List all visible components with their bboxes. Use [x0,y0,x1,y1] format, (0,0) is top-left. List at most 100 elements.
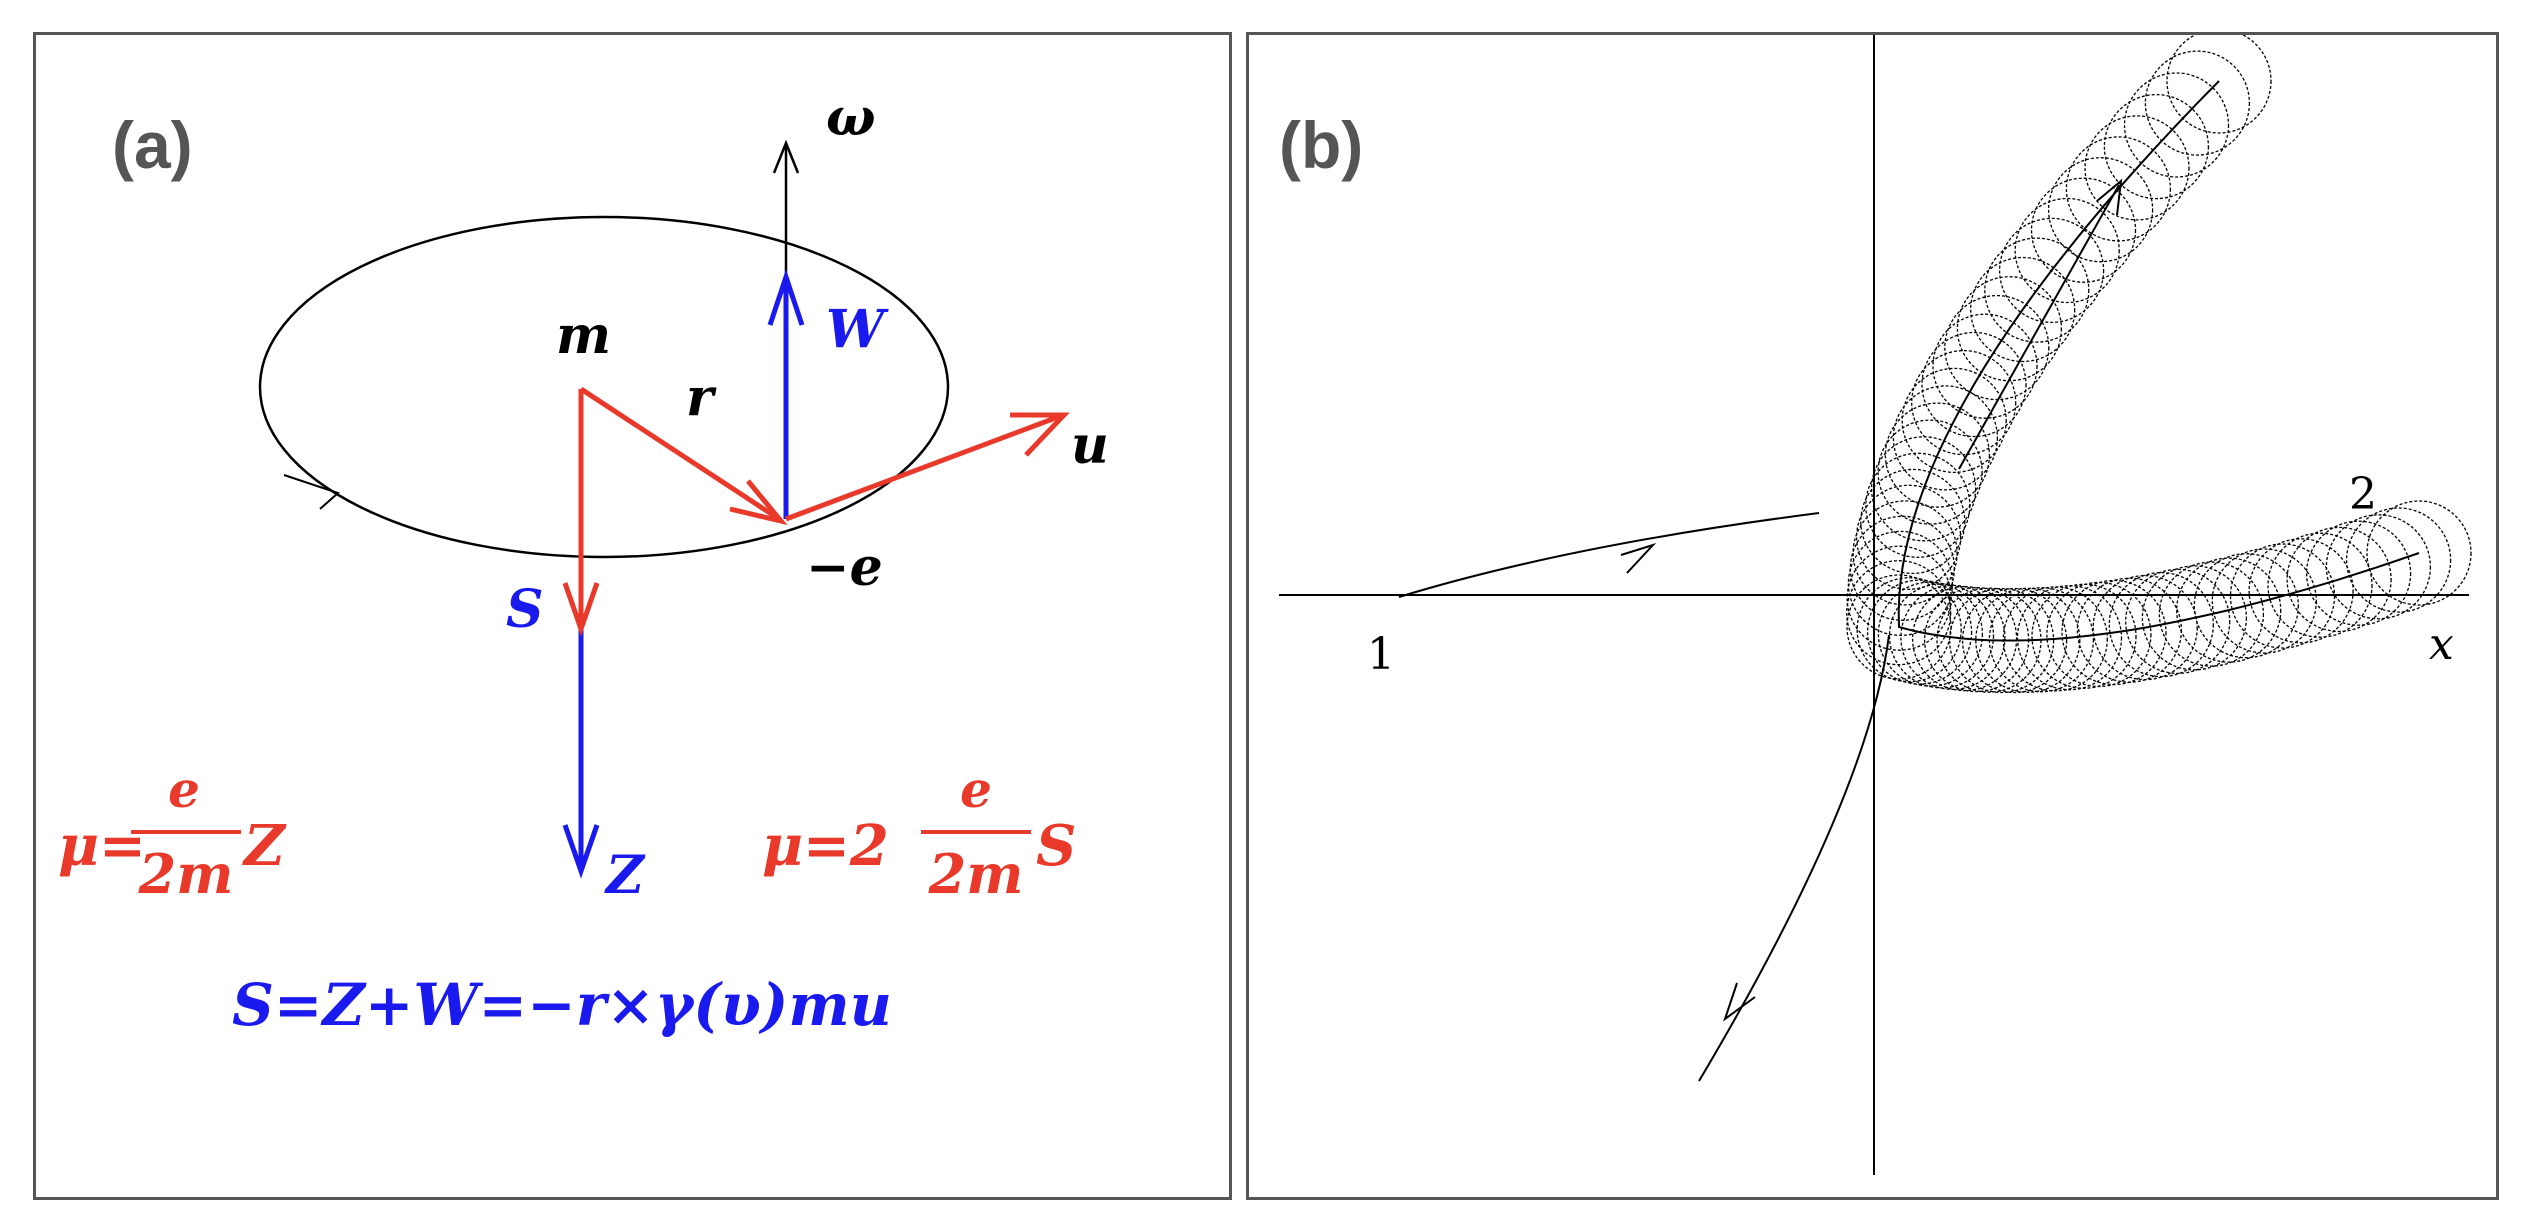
panel-a-diagram: ω m W r u −e S Z μ= e 2m Z μ=2 e 2m S S=… [58,87,1109,1039]
helix-loop [2366,500,2472,606]
helix-loop [2002,586,2108,692]
helix-center-line [1897,80,2420,642]
helix-loop [1984,237,2090,343]
s-arrowhead [562,582,600,637]
orbital-moment-equation: μ= e 2m Z [58,760,287,906]
panel-b: (b) 1 2 x [1246,32,2499,1200]
spin-decomposition-equation: S=Z+W=−r×γ(υ)mu [232,971,892,1039]
helix-loop [2061,579,2167,686]
helix-loop [2092,574,2198,681]
incoming-trajectory [1398,512,1820,598]
helix-loop [1852,500,1958,606]
helix-loop [1948,587,2055,694]
helix-loop [2103,93,2210,200]
helix-loop [2016,585,2123,691]
helix-loop [1866,579,1973,685]
helix-loop [1901,367,2007,474]
spin-moment-equation: μ=2 e 2m S [762,760,1076,906]
helix-loop [1888,583,1995,689]
x-axis-label: x [2429,619,2454,670]
r-vector [579,386,778,520]
outgoing-direction-arrow [1723,982,1756,1022]
helix-loop [1998,217,2105,324]
charge-label: −e [806,537,883,598]
helix-loop [1921,331,2027,438]
z-arrowhead [562,824,600,879]
point-1-label: 1 [1367,629,1395,680]
helix-loop [2325,514,2432,620]
helix-loop [2158,561,2265,667]
helix-loop [2014,197,2120,304]
orbit-direction-arrow [283,474,340,510]
helix-loop [1911,585,2018,692]
helix-loop [1877,419,1983,525]
helix-loop [1865,452,1971,558]
w-arrowhead [767,269,805,326]
spin-eq-rhs: S [1036,813,1076,879]
helix-loop [2193,553,2299,659]
spin-eq-denominator: 2m [928,842,1024,906]
panel-b-label: (b) [1279,108,1364,182]
helix-loop [1944,294,2050,401]
helix-loop [2046,581,2152,688]
s-label: S [506,579,544,640]
helix-loop [2229,543,2336,649]
z-label: Z [604,845,646,906]
helix-loop [2047,157,2154,263]
helix-loop [1884,402,1991,508]
helix-loop [2345,507,2452,613]
orbital-eq-rhs: Z [242,813,287,879]
point-2-label: 2 [2349,469,2377,520]
orbital-eq-lhs: μ= [58,813,146,879]
helix-loop [2176,557,2282,663]
panel-a: (a) ω m W r u −e [33,32,1232,1200]
orbital-eq-numerator: e [168,760,200,819]
helix-loop [2030,177,2137,283]
motion-direction-arrow [2096,178,2123,216]
helix-loop [2084,115,2190,221]
helix-loop [1900,584,2006,691]
helix-loop [2031,583,2137,689]
helix-loop [1911,349,2017,456]
helix-loop [1855,484,1962,590]
helix-loop [2286,526,2392,633]
helix-loop [1970,256,2076,363]
omega-arrowhead [772,139,800,174]
helix-loop [1856,577,1962,683]
helix-loop [1956,276,2063,382]
panel-a-label: (a) [112,108,193,182]
u-label: u [1071,415,1109,476]
incoming-direction-arrow [1620,542,1657,574]
u-arrowhead [1010,412,1070,457]
helix-loop [1961,587,2068,694]
r-arrowhead [729,479,788,526]
omega-label: ω [826,87,876,148]
r-label: r [686,367,717,428]
helix-loop [2166,35,2272,134]
helix-loop [2125,568,2231,675]
helix-loop [2267,532,2373,638]
spin-eq-numerator: e [960,760,992,819]
spin-eq-lhs: μ=2 [762,813,889,879]
mass-label: m [556,305,611,366]
helix-loop [1988,587,2095,693]
helix-loop [2108,571,2214,678]
helix-loop [1932,313,2038,419]
orbital-eq-denominator: 2m [138,842,234,906]
helix-loop [2123,72,2230,178]
helical-path [1846,35,2472,694]
helix-loop [1860,468,1966,575]
panel-b-diagram: 1 2 x [1279,35,2472,1175]
orbit-ellipse [258,215,950,559]
w-label: W [826,299,889,360]
helix-loop [2141,565,2248,671]
motion-direction-line [1958,184,2120,470]
helix-loop [2305,520,2412,626]
helix-loop [2211,548,2317,654]
helix-loop [1892,385,1999,491]
helix-loop [2248,538,2354,644]
helix-loop [1849,515,1956,621]
helix-loop [2144,50,2251,156]
helix-loop [1975,587,2081,693]
u-vector [785,414,1059,522]
